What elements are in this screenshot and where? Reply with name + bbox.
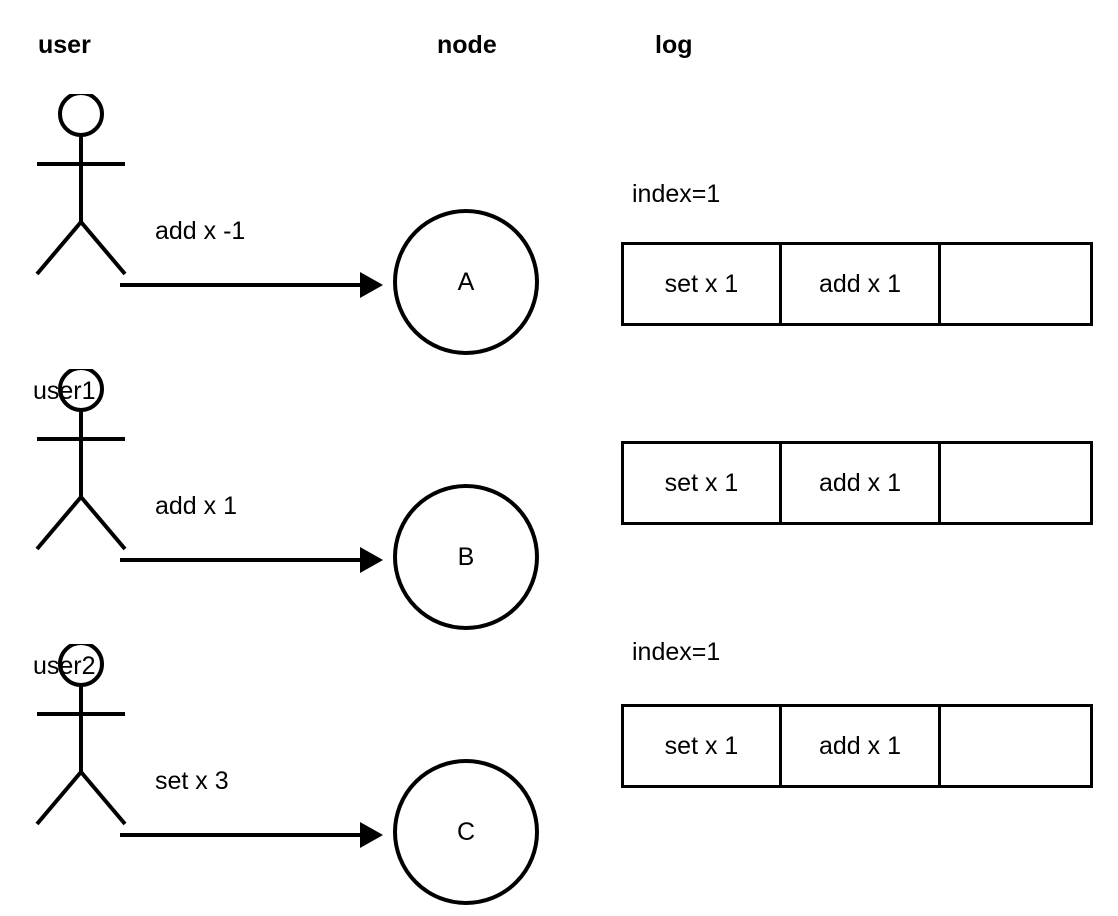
message-label: add x -1 — [155, 217, 246, 245]
column-header-log: log — [655, 31, 693, 59]
node-circle-icon — [393, 484, 539, 630]
node-letter: B — [457, 542, 475, 571]
message-label: add x 1 — [155, 492, 238, 520]
log-table: set x 1 add x 1 — [621, 242, 1093, 326]
log-table: set x 1 add x 1 — [621, 704, 1093, 788]
diagram-row: user1 add x -1 A index=1 set x 1 add x 1 — [0, 94, 1118, 404]
log-empty-cell — [941, 245, 1090, 323]
log-entry-cell: set x 1 — [624, 245, 782, 323]
log-entry-cell: set x 1 — [624, 707, 782, 785]
node-circle-icon — [393, 759, 539, 905]
log-entry-cell: add x 1 — [782, 707, 941, 785]
arrow-icon — [120, 822, 383, 848]
arrow-icon — [120, 272, 383, 298]
node-circle-icon — [393, 209, 539, 355]
diagram-row: user2 add x 1 B index=1 set x 1 add x 1 — [0, 369, 1118, 679]
log-entry-cell: add x 1 — [782, 245, 941, 323]
node-letter: C — [456, 817, 476, 846]
log-empty-cell — [941, 707, 1090, 785]
stick-figure-icon — [35, 94, 127, 276]
log-table: set x 1 add x 1 — [621, 441, 1093, 525]
log-entry-cell: set x 1 — [624, 444, 782, 522]
column-header-node: node — [437, 31, 497, 59]
stick-figure-icon — [35, 644, 127, 826]
log-index-label: index=1 — [632, 180, 721, 208]
column-header-user: user — [38, 31, 91, 59]
log-index-label: index=1 — [632, 638, 721, 666]
diagram-row: user3 set x 3 C index=1 set x 1 add x 1 — [0, 640, 1118, 916]
stick-figure-icon — [35, 369, 127, 551]
arrow-icon — [120, 547, 383, 573]
log-entry-cell: add x 1 — [782, 444, 941, 522]
message-label: set x 3 — [155, 767, 229, 795]
node-letter: A — [457, 267, 475, 296]
log-empty-cell — [941, 444, 1090, 522]
